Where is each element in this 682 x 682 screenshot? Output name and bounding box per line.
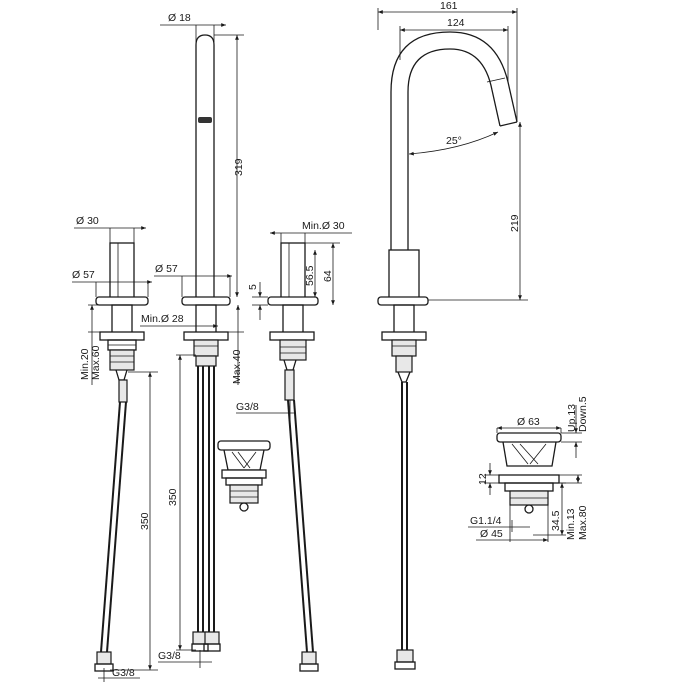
dim-350-left: 350 (139, 512, 151, 530)
dim-d30-left: Ø 30 (76, 215, 99, 227)
gooseneck-spout (377, 31, 518, 670)
dim-max40: Max.40 (231, 349, 243, 384)
dim-350-mid: 350 (167, 488, 179, 506)
centre-spout (181, 34, 231, 652)
dim-d57-mid: Ø 57 (155, 263, 178, 275)
dim-min13: Min.13 (565, 508, 577, 540)
dim-d45: Ø 45 (480, 528, 503, 540)
dim-down5: Down.5 (577, 396, 589, 432)
dim-g1-1-4: G1.1/4 (470, 515, 502, 527)
dim-min-d28: Min.Ø 28 (141, 313, 184, 325)
pop-up-waste-large (496, 432, 562, 514)
left-valve (94, 242, 149, 672)
dim-d57-left: Ø 57 (72, 269, 95, 281)
dim-319: 319 (233, 158, 245, 176)
dim-12: 12 (477, 473, 489, 485)
dim-max80: Max.80 (577, 505, 589, 540)
dim-g38-right: G3/8 (236, 401, 259, 413)
dim-min20: Min.20 (79, 348, 91, 380)
dim-124: 124 (447, 17, 465, 29)
dim-d18: Ø 18 (168, 12, 191, 24)
dim-min-d30: Min.Ø 30 (302, 220, 345, 232)
dim-161: 161 (440, 0, 458, 12)
dim-56-5: 56.5 (304, 265, 316, 286)
dim-219: 219 (509, 214, 521, 232)
dim-g38-mid: G3/8 (158, 650, 181, 662)
dim-g38-left: G3/8 (112, 667, 135, 679)
dim-5: 5 (247, 284, 259, 290)
dim-64: 64 (322, 270, 334, 282)
dim-d63: Ø 63 (517, 416, 540, 428)
pop-up-waste-small (217, 440, 271, 512)
right-valve (267, 242, 319, 672)
dim-up13: Up.13 (566, 404, 578, 432)
dim-max60: Max.60 (90, 345, 102, 380)
dim-angle-25: 25° (446, 135, 462, 147)
dim-34-5: 34.5 (550, 510, 562, 531)
